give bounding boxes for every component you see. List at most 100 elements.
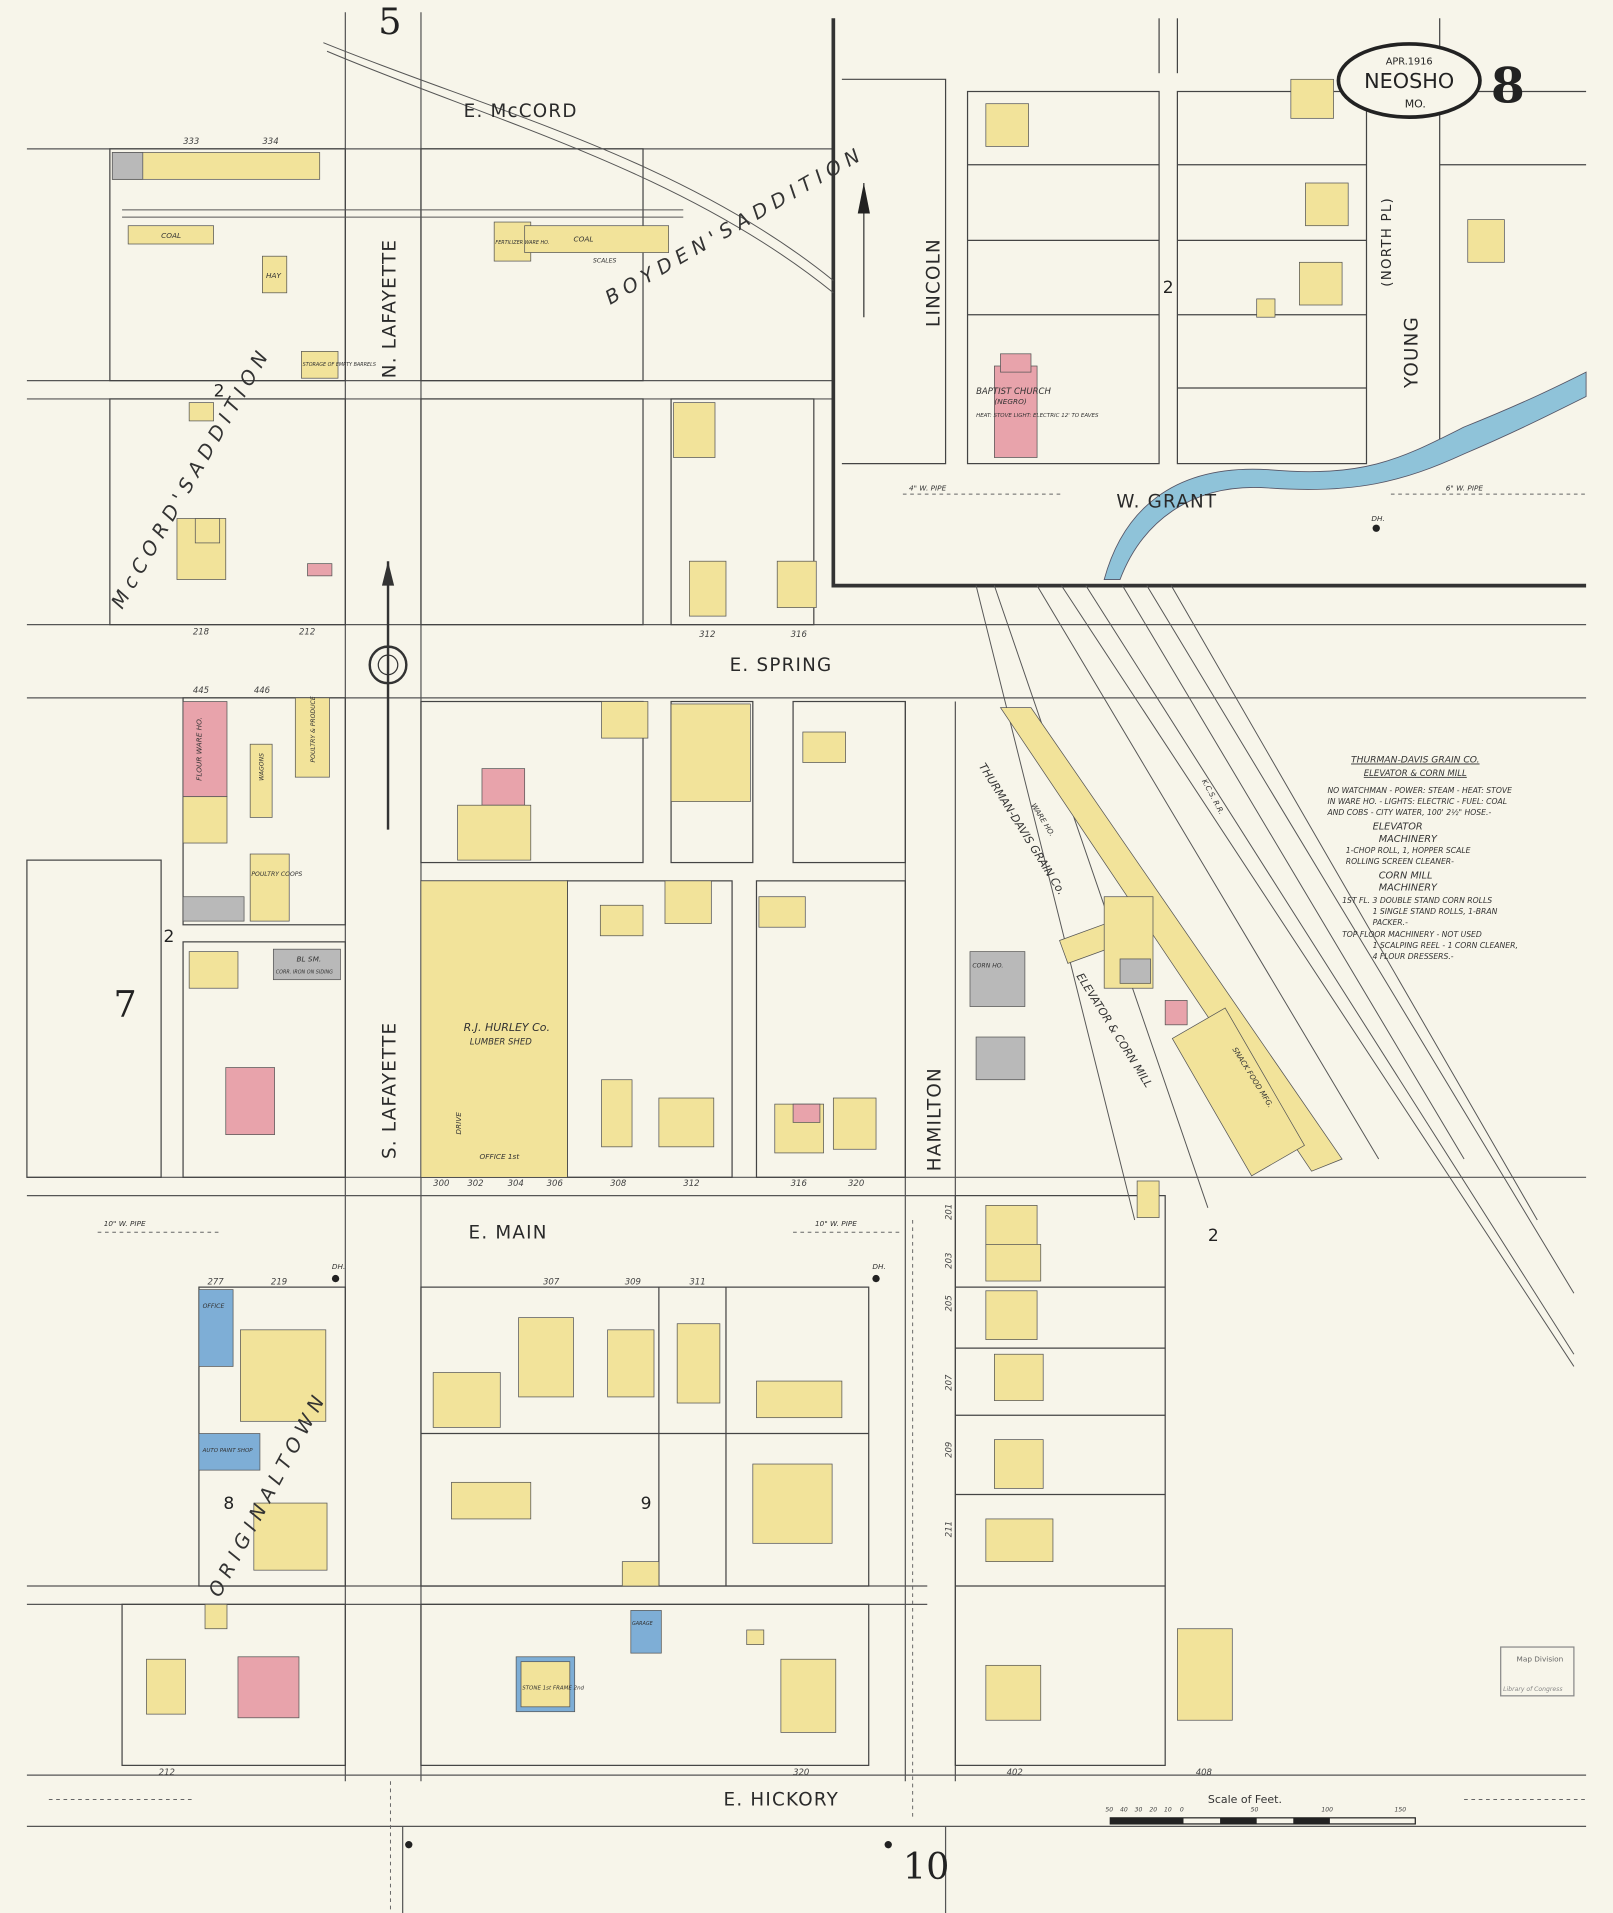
house-numbers: 333 334 218 212 446 445 316 312 300 302 304 30… [159, 137, 1213, 1778]
creek [1103, 371, 1587, 580]
block-number: 2 [1163, 278, 1174, 298]
storage-label: STORAGE OF EMPTY BARRELS [303, 362, 376, 368]
svg-text:218: 218 [193, 627, 210, 637]
svg-text:333: 333 [183, 137, 199, 147]
block-number: 2 [1208, 1226, 1219, 1246]
svg-text:201: 201 [945, 1204, 955, 1220]
street-grant: W. GRANT [1116, 492, 1217, 513]
street-s-lafayette: S. LAFAYETTE [379, 1022, 400, 1159]
auto-label: AUTO PAINT SHOP [202, 1448, 254, 1454]
garage-label: GARAGE [632, 1621, 654, 1627]
street-hamilton: HAMILTON [925, 1067, 946, 1171]
drive-label: DRIVE [454, 1112, 463, 1135]
office-label: OFFICE 1st [480, 1152, 521, 1161]
pipe-label: 10" W. PIPE [104, 1219, 146, 1228]
svg-text:334: 334 [262, 137, 278, 147]
church-sub-label: (NEGRO) [994, 397, 1026, 406]
hydrant-label: DH. [872, 1262, 885, 1271]
title-cartouche: APR.1916 NEOSHO MO. 8 [1336, 42, 1525, 119]
svg-text:300: 300 [433, 1179, 449, 1189]
hurley-label: R.J. HURLEY Co. [464, 1021, 550, 1034]
svg-text:100: 100 [1321, 1807, 1333, 1814]
scale-bar: Scale of Feet. 50 40 30 20 10 0 50 100 1… [1105, 1793, 1416, 1825]
note-line: 1 SCALPING REEL - 1 CORN CLEANER, [1373, 941, 1518, 950]
street-mccord: E. McCORD [464, 101, 578, 122]
svg-text:302: 302 [467, 1179, 483, 1189]
note-line: CORN MILL [1379, 870, 1433, 881]
hurley-sub-label: LUMBER SHED [470, 1037, 532, 1047]
title-city: NEOSHO [1364, 69, 1454, 93]
hydrant-label: DH. [1371, 514, 1384, 523]
street-main: E. MAIN [469, 1222, 548, 1243]
adjoining-sheet-bottom: 10 [903, 1845, 950, 1888]
street-hickory: E. HICKORY [724, 1790, 839, 1811]
note-line: ROLLING SCREEN CLEANER- [1346, 857, 1454, 866]
church-notes: HEAT: STOVE LIGHT: ELECTRIC 12' TO EAVES [976, 413, 1099, 419]
compass-rose-icon [368, 561, 408, 830]
svg-text:312: 312 [683, 1179, 699, 1189]
sheet-number: 8 [1491, 56, 1525, 114]
block-number: 2 [214, 382, 225, 402]
svg-text:Map Division: Map Division [1517, 1655, 1564, 1664]
svg-text:316: 316 [791, 630, 808, 640]
railroad [122, 42, 1575, 1367]
corr-iron-label: CORR. IRON ON SIDING [276, 970, 333, 976]
note-line: TOP FLOOR MACHINERY - NOT USED [1342, 930, 1482, 939]
street-young: YOUNG [1402, 316, 1423, 389]
svg-text:306: 306 [547, 1179, 564, 1189]
svg-text:20: 20 [1149, 1807, 1157, 1814]
svg-text:Library of Congress: Library of Congress [1503, 1686, 1563, 1693]
block-number: 9 [641, 1494, 652, 1514]
note-line: ELEVATOR [1373, 822, 1423, 833]
svg-text:212: 212 [299, 627, 315, 637]
adjoining-sheet-left: 7 [114, 982, 137, 1025]
svg-text:446: 446 [254, 686, 271, 696]
title-date: APR.1916 [1386, 57, 1433, 68]
adjoining-sheet-top: 5 [378, 0, 401, 43]
svg-text:445: 445 [193, 686, 209, 696]
street-spring: E. SPRING [730, 655, 833, 676]
note-line: 1ST FL. 3 DOUBLE STAND CORN ROLLS [1342, 896, 1492, 905]
stone-label: STONE 1st FRAME 2nd [522, 1686, 584, 1692]
bl-sm-label: BL SM. [297, 954, 322, 963]
corn-ho-label: CORN HO. [972, 962, 1003, 969]
svg-text:219: 219 [271, 1278, 287, 1288]
coal-label: COAL [161, 231, 181, 240]
scales-label: SCALES [593, 257, 617, 264]
svg-text:311: 311 [689, 1278, 705, 1288]
flour-label: FLOUR WARE HO. [194, 717, 203, 781]
svg-text:40: 40 [1120, 1807, 1128, 1814]
street-lincoln: LINCOLN [923, 238, 944, 327]
library-stamp: Map Division Library of Congress [1500, 1646, 1575, 1697]
note-line: 1-CHOP ROLL, 1, HOPPER SCALE [1346, 846, 1471, 855]
svg-text:308: 308 [610, 1179, 627, 1189]
hydrant-label: DH. [332, 1262, 345, 1271]
block-number: 8 [223, 1494, 234, 1514]
pipe-label: 6" W. PIPE [1446, 483, 1484, 492]
grain-company-note: THURMAN-DAVIS GRAIN CO. ELEVATOR & CORN … [1326, 756, 1517, 961]
svg-text:50: 50 [1251, 1807, 1259, 1814]
wagons-label: WAGONS [259, 753, 266, 781]
poultry-coops-label: POULTRY COOPS [251, 871, 302, 878]
svg-text:207: 207 [945, 1374, 955, 1391]
block-number: 2 [164, 927, 175, 947]
svg-text:211: 211 [945, 1521, 955, 1537]
church-label: BAPTIST CHURCH [976, 387, 1051, 397]
svg-text:150: 150 [1395, 1807, 1407, 1814]
north-arrow-icon [857, 183, 870, 214]
svg-text:307: 307 [543, 1278, 560, 1288]
hydrants [331, 524, 1380, 1849]
svg-text:0: 0 [1180, 1807, 1184, 1814]
note-line: 4 FLOUR DRESSERS.- [1373, 952, 1454, 961]
note-subtitle: ELEVATOR & CORN MILL [1364, 769, 1467, 779]
street-n-lafayette: N. LAFAYETTE [379, 239, 400, 378]
svg-text:304: 304 [508, 1179, 524, 1189]
note-title: THURMAN-DAVIS GRAIN CO. [1351, 756, 1480, 766]
svg-text:408: 408 [1196, 1768, 1213, 1778]
poultry-produce-label: POULTRY & PRODUCE [310, 696, 317, 762]
svg-text:209: 209 [945, 1442, 955, 1458]
svg-text:10: 10 [1164, 1807, 1172, 1814]
pipe-label: 4" W. PIPE [909, 483, 947, 492]
svg-text:205: 205 [945, 1295, 955, 1311]
